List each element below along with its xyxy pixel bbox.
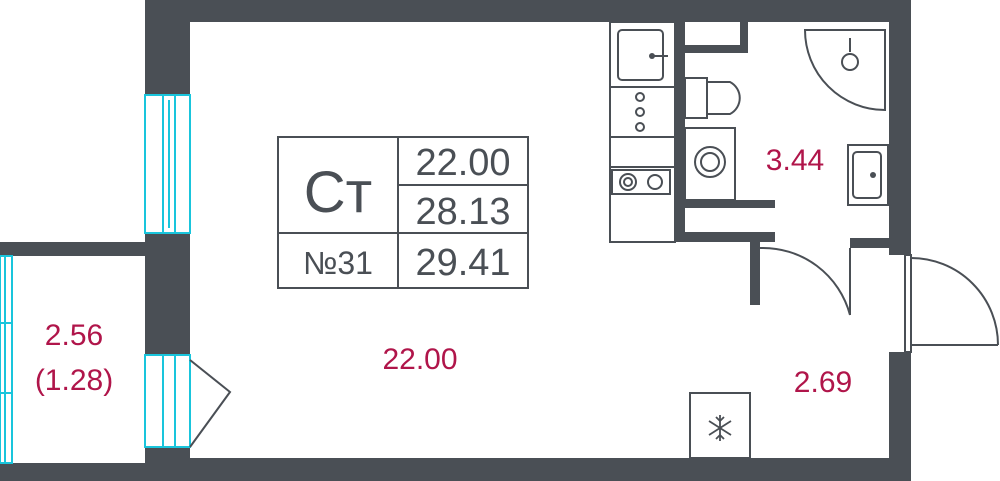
window-upper: [144, 94, 191, 234]
hallway-area: 2.69: [794, 366, 852, 399]
living-area-value: 22.00: [415, 142, 510, 184]
fridge-snowflake-icon: [708, 415, 732, 441]
apartment-type-code: Ст: [304, 160, 372, 225]
balcony-door: [144, 354, 232, 448]
bathroom-fixtures: [684, 29, 889, 206]
balcony-area: 2.56: [45, 319, 103, 352]
bathroom-door: [759, 246, 851, 316]
bathroom-sink-icon: [847, 144, 889, 206]
outer-walls: [145, 0, 911, 481]
shower-icon: [803, 29, 886, 112]
bathroom-area: 3.44: [766, 144, 824, 177]
toilet-icon: [684, 77, 741, 119]
hob-icon: [611, 169, 671, 195]
kitchen-counter: [609, 21, 676, 243]
total-area-with-balcony-value: 29.41: [415, 242, 510, 284]
living-room-area: 22.00: [382, 343, 457, 376]
apartment-number: №31: [303, 245, 373, 281]
bathroom-walls: [675, 22, 889, 305]
total-area-value: 28.13: [415, 191, 510, 233]
fridge: [689, 392, 751, 459]
balcony-reduced-area: (1.28): [35, 364, 113, 397]
entrance-door: [904, 254, 999, 353]
balcony: [0, 242, 145, 481]
info-box: Ст №31 22.00 28.13 29.41: [277, 136, 529, 289]
washing-machine-icon: [684, 127, 736, 201]
stove-icon: [635, 92, 645, 132]
